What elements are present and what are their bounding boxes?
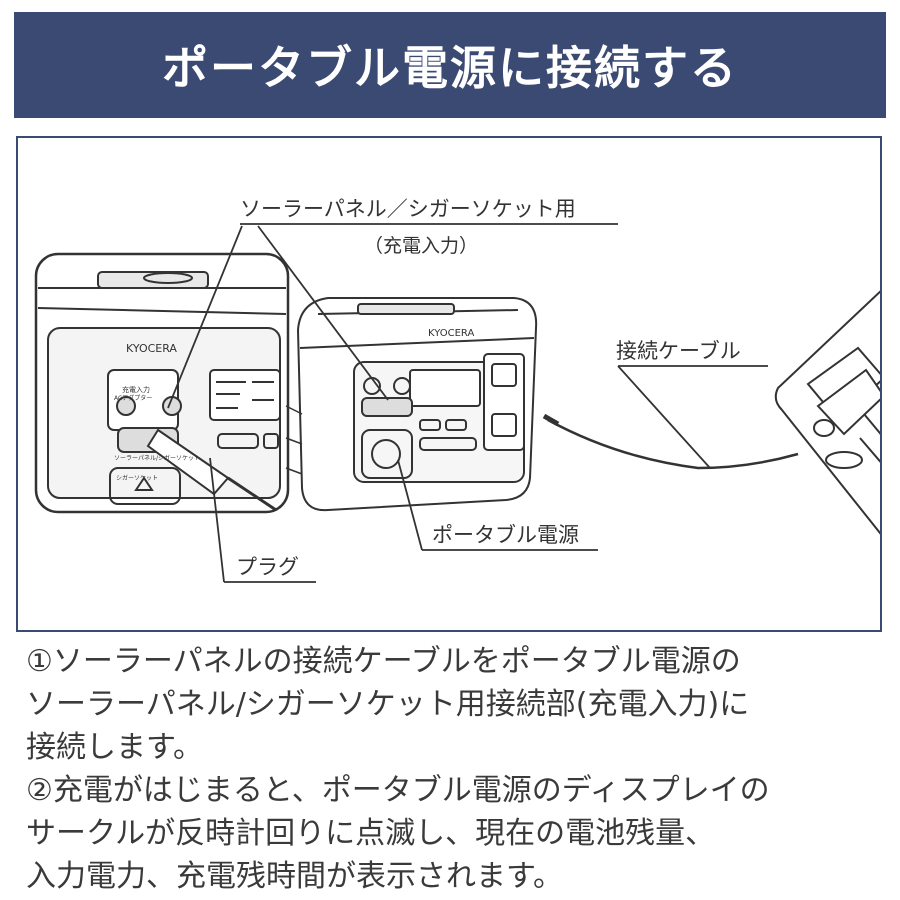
instruction-line: ①ソーラーパネルの接続ケーブルをポータブル電源の [26,644,741,679]
callout-solar-port-sub: （充電入力） [364,235,478,257]
inset-logo: KYOCERA [126,342,177,355]
connection-cable [547,418,799,470]
instruction-line: ソーラーパネル/シガーソケット用接続部(充電入力)に [26,687,750,722]
page-title: ポータブル電源に接続する [162,41,738,95]
inset-label-ac: ACアダプター [114,394,152,402]
inset-label-cigar: シガーソケット [116,474,158,482]
instruction-line: 接続します。 [26,730,203,765]
instruction-line: ②充電がはじまると、ポータブル電源のディスプレイの [26,773,770,808]
callout-lines [167,223,768,583]
callout-solar-port: ソーラーパネル／シガーソケット用 [240,197,576,221]
callout-plug: プラグ [236,555,299,579]
connection-diagram: KYOCERA 充電入力 ACアダプター ソーラーパネル/シガーソケット シガー… [34,197,880,583]
callout-cable: 接続ケーブル [616,339,741,363]
illustration-frame: KYOCERA 充電入力 ACアダプター ソーラーパネル/シガーソケット シガー… [16,136,882,632]
zoom-inset [34,252,290,514]
portable-power-device [285,297,538,512]
device-logo: KYOCERA [428,328,474,339]
title-banner: ポータブル電源に接続する [14,12,886,118]
instructions: ①ソーラーパネルの接続ケーブルをポータブル電源の ソーラーパネル/シガーソケット… [26,640,886,898]
inset-label-solar: ソーラーパネル/シガーソケット [114,454,200,462]
solar-panel [774,290,880,535]
inset-label-input: 充電入力 [122,385,150,394]
cable-plug-end [542,413,560,427]
instruction-line: 入力電力、充電残時間が表示されます。 [26,859,563,894]
callout-portable-power: ポータブル電源 [432,523,579,547]
instruction-line: サークルが反時計回りに点滅し、現在の電池残量、 [26,816,716,851]
